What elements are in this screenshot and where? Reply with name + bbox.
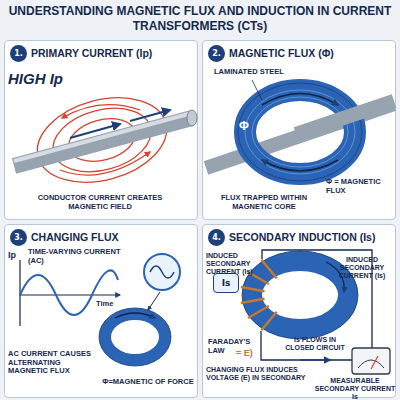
annotation-label: FLUX TRAPPED WITHIN MAGNETIC CORE [206,194,322,211]
ac-symbol [144,254,180,290]
annotation-label: AC CURRENT CAUSES ALTERNATING MAGNETIC F… [8,350,92,376]
annotation-label: CHANGING FLUX INDUCES VOLTAGE (E) IN SEC… [206,366,310,382]
panel-heading: MAGNETIC FLUX (Φ) [229,47,393,60]
graph-axis [20,294,120,295]
annotation-label: LAMINATED STEEL [214,68,294,77]
step-number: 2. [208,45,225,62]
annotation-label: INDUCED SECONDARY CURRENT (Is) [330,256,394,280]
step-number: 1. [10,45,27,62]
ac-wave [150,266,174,278]
annotation-label: Time [96,300,122,309]
annotation-label: Is FLOWS IN CLOSED CIRCUIT [282,336,348,352]
winding-turn [261,312,276,330]
winding-turn [241,287,265,291]
meter-needle [371,356,378,369]
step-number: 3. [10,229,27,246]
diagram-title: UNDERSTANDING MAGNETIC FLUX AND INDUCTIO… [6,4,394,34]
annotation-label: Φ = MAGNETIC FLUX [326,178,394,195]
winding-turn [241,299,265,303]
current-symbol: Is [222,278,231,288]
annotation-label: INDUCED SECONDARY CURRENT (Is) [206,252,262,276]
annotation-label: = E) [236,348,266,358]
annotation-label: MEASURABLE SECONDARY CURRENT Is [312,377,398,400]
panel-heading: CHANGING FLUX [31,231,195,244]
step-number: 4. [208,229,225,246]
rod-end [187,110,197,126]
annotation-label: CONDUCTOR CURRENT CREATES MAGNETIC FIELD [30,194,170,211]
flux-symbol: Φ [236,120,252,134]
meter-scale [358,360,384,368]
current-arrow [300,359,330,361]
panel-heading: SECONDARY INDUCTION (Is) [229,231,393,244]
flux-arrow [115,313,155,318]
annotation-label: TIME-VARYING CURRENT (AC) [28,248,138,265]
annotation-label: Ip [8,250,22,260]
winding-turn [248,306,269,318]
annotation-label: Φ=MAGNETIC OF FORCE [100,378,196,387]
current-box: Is [213,273,239,293]
ammeter [352,348,390,374]
annotation-label: HIGH Ip [8,70,88,87]
winding-turn [261,260,276,278]
panel-heading: PRIMARY CURRENT (Ip) [31,47,195,60]
